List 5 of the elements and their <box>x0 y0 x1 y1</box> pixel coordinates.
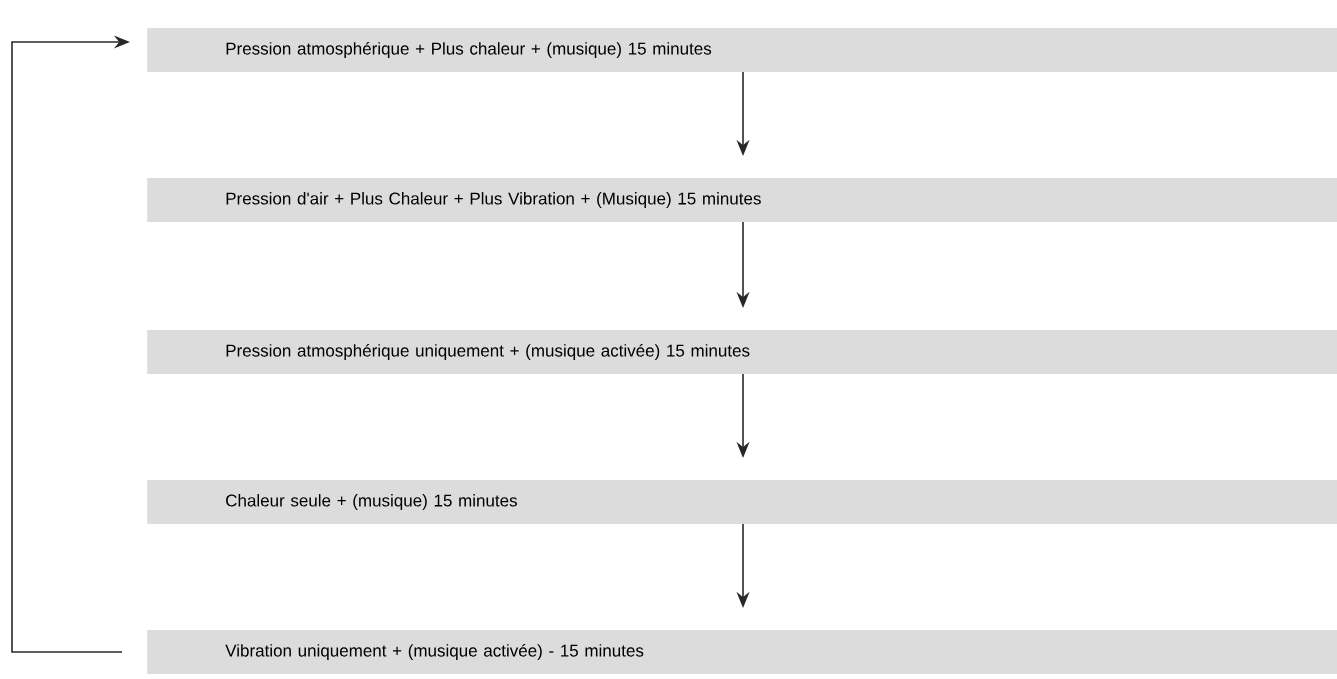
process-box: Vibration uniquement + (musique activée) - 15 minutes <box>147 630 1337 674</box>
process-box: Chaleur seule + (musique) 15 minutes <box>147 480 1337 524</box>
process-box: Pression atmosphérique + Plus chaleur + (musique) 15 minutes <box>147 28 1337 72</box>
process-box: Pression d'air + Plus Chaleur + Plus Vibration + (Musique) 15 minutes <box>147 178 1337 222</box>
process-box: Pression atmosphérique uniquement + (musique activée) 15 minutes <box>147 330 1337 374</box>
